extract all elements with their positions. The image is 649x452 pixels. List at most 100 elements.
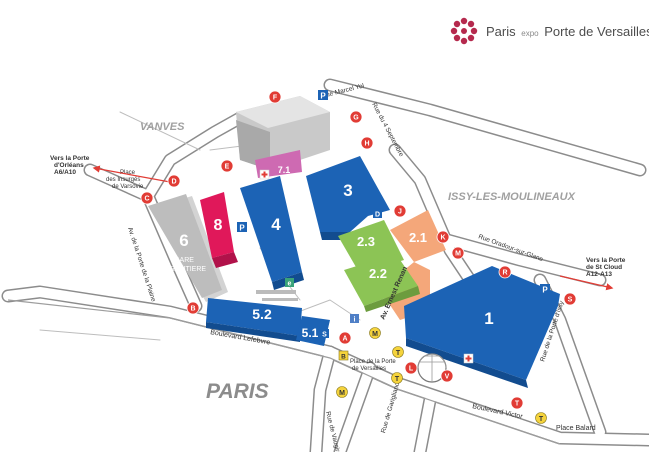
hall-4-label: 4 <box>271 215 281 234</box>
entrance-marker-d[interactable]: D <box>167 174 181 188</box>
entrance-marker-label: L <box>409 366 414 373</box>
entrance-marker-label: D <box>171 179 176 186</box>
svg-text:P: P <box>320 92 326 101</box>
entrance-marker-label: G <box>353 115 359 122</box>
dome-building <box>417 353 447 383</box>
district-paris: PARIS <box>206 380 269 403</box>
entrance-marker-j[interactable]: J <box>393 204 407 218</box>
tramway-line <box>7 299 561 445</box>
street-plaine: Av. de la Porte de la Plaine <box>126 226 157 303</box>
hall-7-shape[interactable] <box>236 96 330 178</box>
brand-name-1: Paris <box>486 23 516 39</box>
entrance-marker-label: H <box>364 141 369 148</box>
svg-text:S: S <box>322 332 327 339</box>
svg-text:M: M <box>339 390 345 397</box>
tram-icon: T <box>535 412 547 424</box>
street-vaugirard: Rue de Vaugirard <box>324 411 343 452</box>
hall-6-label: 6 <box>179 231 188 250</box>
svg-text:P: P <box>542 286 548 295</box>
svg-text:D: D <box>375 212 380 219</box>
parking-icon[interactable]: P <box>237 222 247 233</box>
entrance-marker-label: R <box>502 270 507 277</box>
bus-icon: B <box>338 350 349 361</box>
svg-text:T: T <box>396 350 401 357</box>
district-vanves: VANVES <box>140 121 185 133</box>
hall-2-1-label: 2.1 <box>409 230 427 245</box>
walkway-shelter-2 <box>262 298 298 301</box>
entrance-marker-m[interactable]: M <box>451 246 465 260</box>
entrance-marker-h[interactable]: H <box>360 136 374 150</box>
entrance-marker-label: V <box>445 374 450 381</box>
hall-8-shape[interactable] <box>200 192 238 268</box>
street-4-septembre: Rue du 4 Septembre <box>370 102 405 159</box>
gare-routiere-line2: ROUTIERE <box>170 266 207 273</box>
entrance-marker-label: S <box>568 297 573 304</box>
svg-text:T: T <box>395 376 400 383</box>
svg-text:A12-A13: A12-A13 <box>586 271 612 278</box>
entrance-marker-label: K <box>440 235 445 242</box>
entrance-marker-k[interactable]: K <box>436 230 450 244</box>
entrance-marker-l[interactable]: L <box>404 361 418 375</box>
hall-5-2-shape[interactable] <box>206 298 302 342</box>
svg-text:e: e <box>288 281 292 288</box>
entrance-marker-label: M <box>455 251 461 258</box>
entrance-marker-t[interactable]: T <box>510 396 524 410</box>
road-network <box>1 78 649 452</box>
entrance-marker-r[interactable]: R <box>498 265 512 279</box>
entrance-marker-label: A <box>342 336 347 343</box>
entrance-markers: A B C D E F G H J K L M R S T V <box>140 90 577 410</box>
svg-text:A6/A10: A6/A10 <box>54 169 76 176</box>
hall-1-label: 1 <box>484 309 493 328</box>
hall-2-2-label: 2.2 <box>369 266 387 281</box>
street-balard: Place Balard <box>556 425 596 432</box>
svg-text:T: T <box>539 416 544 423</box>
svg-text:i: i <box>354 317 356 324</box>
entrance-marker-a[interactable]: A <box>338 331 352 345</box>
hall-2-2-shape[interactable] <box>344 254 420 312</box>
entrance-marker-c[interactable]: C <box>140 191 154 205</box>
parking-icon[interactable]: P <box>540 284 550 295</box>
entrance-marker-label: T <box>515 401 520 408</box>
entrance-marker-label: B <box>190 306 195 313</box>
hall-6-shape[interactable] <box>148 194 228 302</box>
entrance-marker-f[interactable]: F <box>268 90 282 104</box>
first-aid-icon <box>259 169 270 180</box>
svg-text:Vers la Porte: Vers la Porte <box>50 155 90 162</box>
place-insurges-2: des Insurgés <box>106 177 140 183</box>
place-insurges-1: Place <box>120 170 136 176</box>
hall-2-3-label: 2.3 <box>357 234 375 249</box>
hall-5-1-label: 5.1 <box>302 326 319 340</box>
svg-text:Vers la Porte: Vers la Porte <box>586 257 626 264</box>
entrance-marker-b[interactable]: B <box>186 301 200 315</box>
entrance-marker-s[interactable]: S <box>563 292 577 306</box>
tram-icon: T <box>391 372 403 384</box>
hall-8-label: 8 <box>214 217 223 234</box>
direction-orleans: Vers la Porte d'Orléans A6/A10 <box>50 155 171 183</box>
shuttle-icon: S <box>320 329 329 339</box>
place-insurges-3: de Varsovie <box>112 184 144 190</box>
svg-text:de St Cloud: de St Cloud <box>586 264 622 271</box>
gare-routiere-line1: GARE <box>174 257 194 264</box>
metro-icon: M <box>369 327 381 339</box>
entrance-marker-g[interactable]: G <box>349 110 363 124</box>
direction-stcloud: Vers la Porte de St Cloud A12-A13 <box>559 257 626 291</box>
hall-5-1-shape[interactable] <box>296 316 330 346</box>
brand-name-2: Porte de Versailles <box>544 23 649 39</box>
disability-icon: D <box>373 209 382 219</box>
metro-icon: M <box>336 386 348 398</box>
entrance-marker-e[interactable]: E <box>220 159 234 173</box>
svg-text:B: B <box>341 354 346 361</box>
entrance-marker-v[interactable]: V <box>440 369 454 383</box>
hall-5-2-label: 5.2 <box>252 306 272 322</box>
svg-text:d'Orléans: d'Orléans <box>54 162 84 169</box>
walkway-shelter <box>256 290 296 294</box>
entrance-marker-label: J <box>398 209 402 216</box>
info-icon: i <box>350 314 359 324</box>
street-garigliano: Rue de Garigliano <box>380 381 401 434</box>
svg-text:P: P <box>239 224 245 233</box>
entrance-marker-label: C <box>144 196 149 203</box>
brand-header: Paris expo Porte de Versailles <box>449 16 649 46</box>
parking-icon[interactable]: P <box>318 90 328 101</box>
hall-3-label: 3 <box>343 181 352 200</box>
